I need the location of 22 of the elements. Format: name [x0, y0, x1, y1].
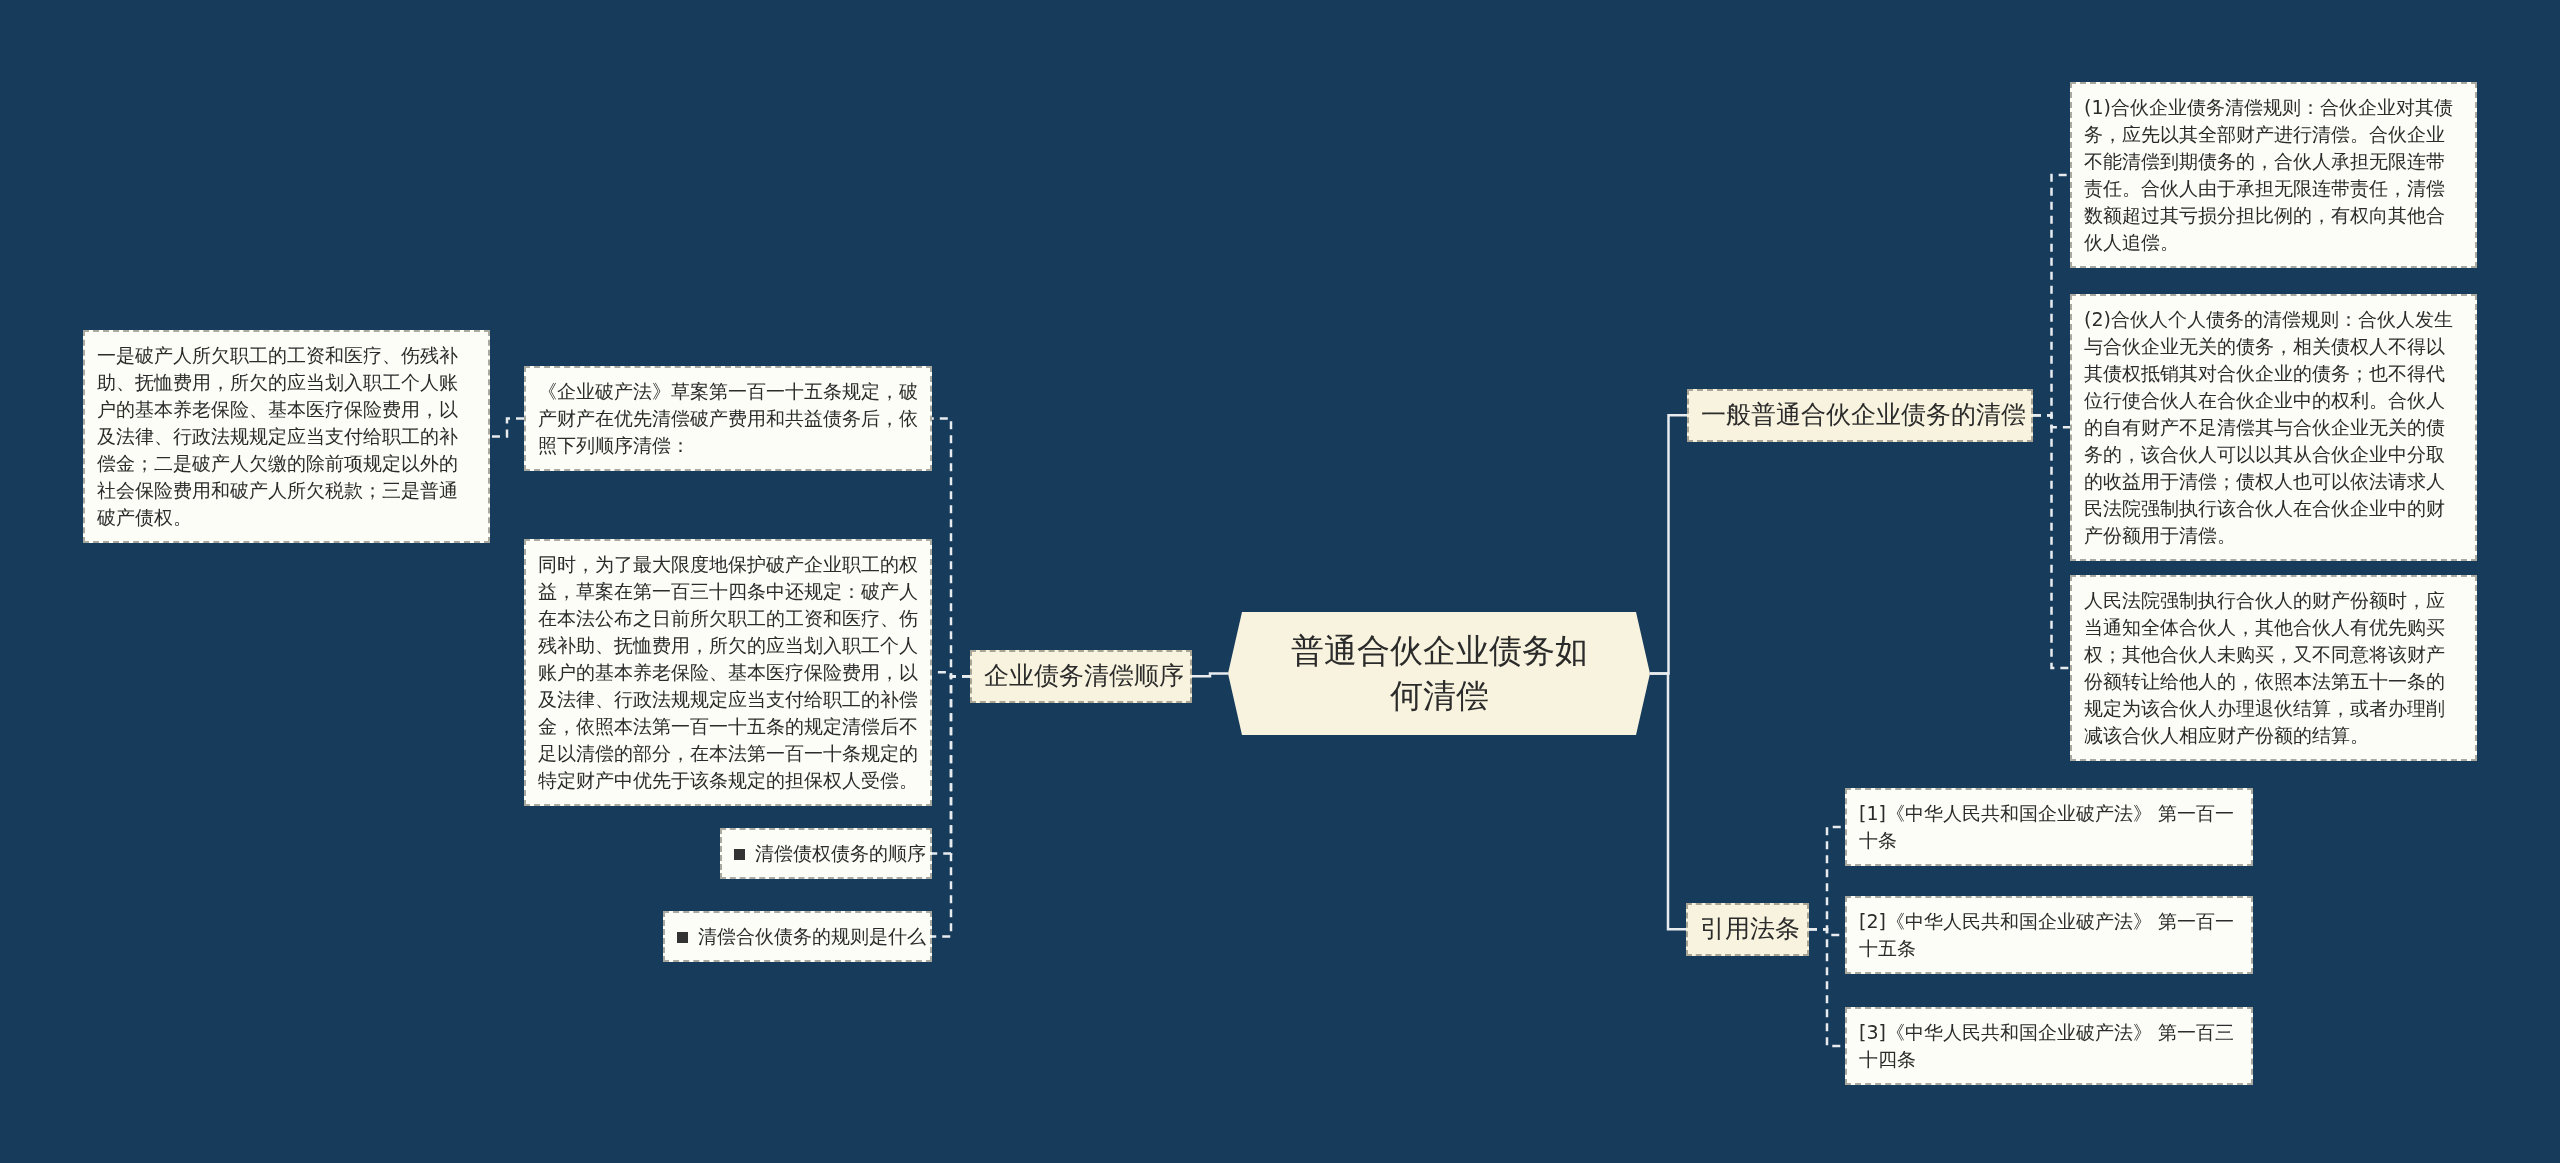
- branch-box: 企业债务清偿顺序: [970, 650, 1192, 703]
- note-box: (2)合伙人个人债务的清偿规则：合伙人发生与合伙企业无关的债务，相关债权人不得以其债权抵销其对合伙企业的债务；也不得代位行使合伙人在合伙企业中的权利。合伙人的自有财产不足清偿其与合伙企业无关的债务的，该合伙人可以以其从合伙企业中分取的收益用于清偿；债权人也可以依法请求人民法院强制执行该合伙人在合伙企业中的财产份额用于清偿。: [2070, 294, 2477, 561]
- topic-hexagon: 普通合伙企业债务如何清偿: [1228, 612, 1650, 735]
- branch-box: 引用法条: [1686, 903, 1809, 956]
- connector-line: [932, 675, 970, 938]
- link-box: [663, 911, 932, 962]
- note-box: 同时，为了最大限度地保护破产企业职工的权益，草案在第一百三十四条中还规定：破产人在本法公布之日前所欠职工的工资和医疗、伤残补助、抚恤费用，所欠的应当划入职工个人账户的基本养老保险、基本医疗保险费用，以及法律、行政法规规定应当支付给职工的补偿金，依照本法第一百一十五条的规定清偿后不足以清偿的部分，在本法第一百一十条规定的特定财产中优先于该条规定的担保权人受偿。: [524, 539, 932, 806]
- note-box: 《企业破产法》草案第一百一十五条规定，破产财产在优先清偿破产费用和共益债务后，依照下列顺序清偿：: [524, 366, 932, 471]
- link-box: [720, 828, 932, 879]
- connector-line: [490, 417, 524, 438]
- note-box: [1]《中华人民共和国企业破产法》 第一百一十条: [1845, 788, 2253, 866]
- branch-box: 一般普通合伙企业债务的清偿: [1687, 389, 2033, 442]
- link-text: 清偿合伙债务的规则是什么: [698, 925, 926, 947]
- link-text: 清偿债权债务的顺序: [755, 842, 926, 864]
- connector-line: [1650, 672, 1686, 931]
- connector-line: [1192, 672, 1228, 678]
- note-box: [2]《中华人民共和国企业破产法》 第一百一十五条: [1845, 896, 2253, 974]
- note-box: 人民法院强制执行合伙人的财产份额时，应当通知全体合伙人，其他合伙人有优先购买权；其他合伙人未购买，又不同意将该财产份额转让给他人的，依照本法第五十一条的规定为该合伙人办理退伙结算，或者办理削减该合伙人相应财产份额的结算。: [2070, 575, 2477, 761]
- connector-line: [2033, 414, 2070, 670]
- note-box: (1)合伙企业债务清偿规则：合伙企业对其债务，应先以其全部财产进行清偿。合伙企业不能清偿到期债务的，合伙人承担无限连带责任。合伙人由于承担无限连带责任，清偿数额超过其亏损分担比例的，有权向其他合伙人追偿。: [2070, 82, 2477, 268]
- note-box: 一是破产人所欠职工的工资和医疗、伤残补助、抚恤费用，所欠的应当划入职工个人账户的基本养老保险、基本医疗保险费用，以及法律、行政法规规定应当支付给职工的补偿金；二是破产人欠缴的除前项规定以外的社会保险费用和破产人所欠税款；三是普通破产债权。: [83, 330, 490, 543]
- note-box: [3]《中华人民共和国企业破产法》 第一百三十四条: [1845, 1007, 2253, 1085]
